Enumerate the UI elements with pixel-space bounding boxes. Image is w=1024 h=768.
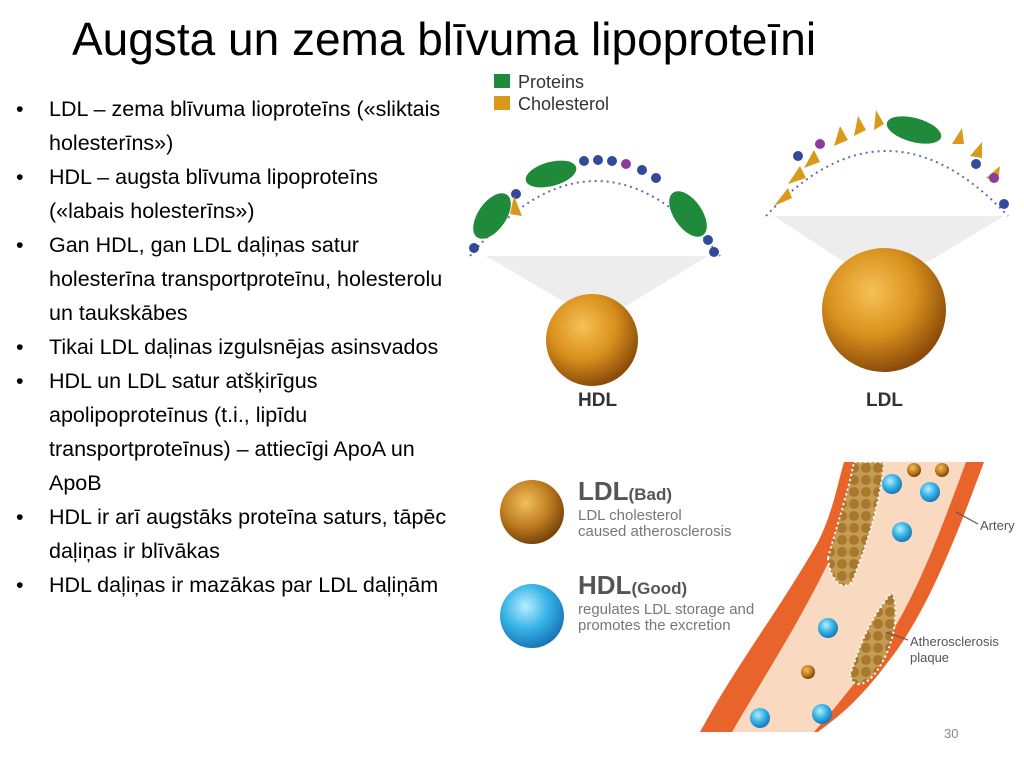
hdl-tag: (Good) [631,579,687,598]
bullet-item: HDL un LDL satur atšķirīgus apolipoprote… [16,364,456,500]
phospholipid-head [999,199,1009,209]
phospholipid-head [793,151,803,161]
plaque-label-line-1: Atherosclerosis [910,634,999,649]
legend-label-proteins: Proteins [518,72,584,92]
hdl-label: HDL [578,390,617,411]
lipoprotein-figure: Proteins Cholesterol HDL [469,72,1009,411]
ldl-particle-small [801,665,815,679]
ldl-legend-particle [500,480,564,544]
cholesterol-molecule [804,150,820,168]
ldl-desc-1: LDL cholesterol [578,507,682,524]
phospholipid-head [593,155,603,165]
ldl-heading: LDL [578,476,629,506]
bullet-item: Tikai LDL daļinas izgulsnējas asinsvados [16,330,456,364]
ldl-tag: (Bad) [629,485,672,504]
hdl-particle-small [818,618,838,638]
cholesterol-molecule [970,142,982,158]
ldl-protein-blob [886,116,942,144]
phospholipid-head [651,173,661,183]
bullet-item: HDL daļiņas ir mazākas par LDL daļiņām [16,568,456,602]
phospholipid-head [703,235,713,245]
legend-label-cholesterol: Cholesterol [518,94,609,114]
hdl-particle-small [920,482,940,502]
artery-label: Artery [980,518,1015,533]
phospholipid-head [607,156,617,166]
bullet-list: LDL – zema blīvuma lioproteīns («sliktai… [16,92,456,602]
cholesterol-molecule [510,196,522,216]
hdl-desc-1: regulates LDL storage and [578,601,754,618]
ldl-particle-small [935,463,949,477]
legend: Proteins Cholesterol [494,72,609,114]
ldl-core-sphere [822,248,946,372]
hdl-heading: HDL [578,570,632,600]
artery-callout-line [955,511,979,525]
cholesterol-molecule [854,116,866,136]
ldl-zoom-cone [774,216,1004,262]
bullet-item: LDL – zema blīvuma lioproteīns («sliktai… [16,92,456,160]
hdl-legend-particle [500,584,564,648]
legend-swatch-proteins [494,74,510,88]
phospholipid-head [579,156,589,166]
ldl-heading-line: LDL(Bad) [578,476,672,506]
phospholipid-head [971,159,981,169]
bullet-item: HDL – augsta blīvuma lipoproteīns («laba… [16,160,456,228]
phospholipid-head [815,139,825,149]
phospholipid-head [989,173,999,183]
phospholipid-head [621,159,631,169]
bullet-item: HDL ir arī augstāks proteīna saturs, tāp… [16,500,456,568]
ldl-membrane-arc [765,150,1009,217]
hdl-particle-small [750,708,770,728]
hdl-desc-2: promotes the excretion [578,617,731,634]
plaque-callout-line [885,631,909,641]
phospholipid-head [637,165,647,175]
cholesterol-molecule [834,126,848,146]
atherosclerosis-plaque [826,462,886,587]
phospholipid-head [511,189,521,199]
cholesterol-molecule [874,110,884,130]
hdl-particle: HDL [469,155,721,411]
ldl-desc-2: caused atherosclerosis [578,523,731,540]
phospholipid-head [709,247,719,257]
hdl-protein-blob [669,191,707,237]
hdl-particle-small [812,704,832,724]
slide-title: Augsta un zema blīvuma lipoproteīni [72,13,817,65]
cholesterol-molecule [952,128,964,144]
hdl-core-sphere [546,294,638,386]
hdl-zoom-cone [486,256,708,312]
bullet-item: Gan HDL, gan LDL daļiņas satur holesterī… [16,228,456,330]
atherosclerosis-plaque [848,590,897,686]
hdl-heading-line: HDL(Good) [578,570,687,600]
hdl-particle-small [892,522,912,542]
ldl-particle: LDL [765,110,1009,411]
phospholipid-head [469,243,479,253]
hdl-particle-small [882,474,902,494]
page-number: 30 [944,726,959,741]
cholesterol-molecule [788,166,806,184]
cholesterol-molecule [774,188,792,206]
hdl-protein-blob [525,160,577,188]
ldl-label: LDL [866,390,903,411]
hdl-protein-blob [473,193,511,239]
ldl-particle-small [907,463,921,477]
artery-figure: LDL(Bad) LDL cholesterol caused atherosc… [500,462,1015,732]
plaque-label-line-2: plaque [910,650,949,665]
legend-swatch-cholesterol [494,96,510,110]
